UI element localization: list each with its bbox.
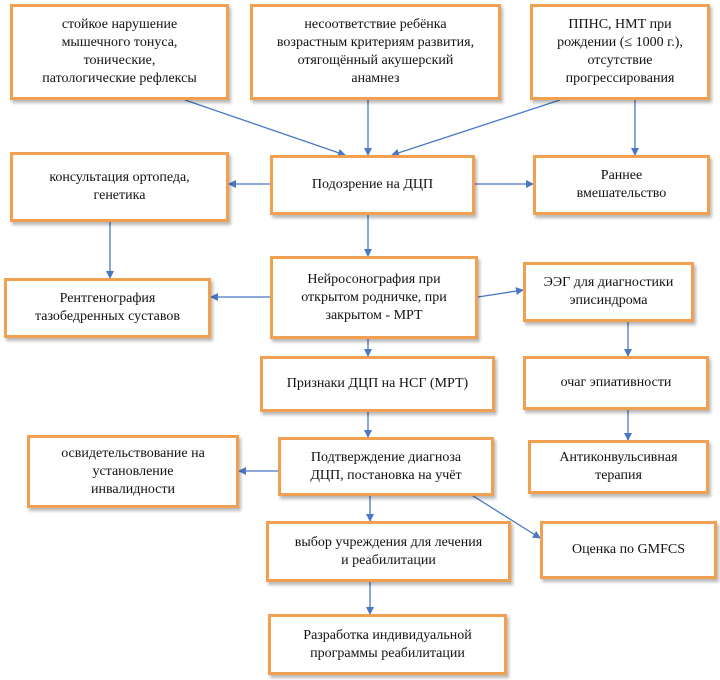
orthopedist-genetics-text: консультация ортопеда, генетика	[49, 170, 190, 203]
neurosonography-text: Нейросонография при открытом родничке, п…	[301, 271, 447, 323]
anticonvulsant-therapy-text: Антиконвульсивная терапия	[559, 450, 678, 483]
early-intervention-box: Раннее вмешательство	[533, 155, 710, 215]
cp-signs-nsg-text: Признаки ДЦП на НСГ (МРТ)	[286, 376, 469, 391]
cp-signs-nsg-box: Признаки ДЦП на НСГ (МРТ)	[260, 356, 495, 412]
disability-certification-box: освидетельствование на установление инва…	[27, 435, 239, 508]
hip-xray-text: Рентгенография тазобедренных суставов	[34, 291, 181, 324]
orthopedist-genetics-box: консультация ортопеда, генетика	[10, 152, 229, 222]
early-intervention-text: Раннее вмешательство	[576, 168, 667, 201]
epileptic-focus-box: очаг эпиативности	[523, 356, 709, 410]
diagnosis-confirmation-box: Подтверждение диагноза ДЦП, постановка н…	[278, 437, 494, 496]
disability-certification-text: освидетельствование на установление инва…	[61, 445, 205, 497]
arrow-b8-to-b9	[477, 287, 524, 298]
arrow-b1-to-b5	[184, 99, 346, 157]
eeg-text: ЭЭГ для диагностики эписиндрома	[543, 275, 674, 308]
suspected-cp-box: Подозрение на ДЦП	[270, 155, 475, 215]
diagnosis-confirmation-text: Подтверждение диагноза ДЦП, постановка н…	[310, 449, 462, 483]
arrow-b3-to-b5	[391, 99, 561, 157]
treatment-facility-box: выбор учреждения для лечения и реабилита…	[266, 521, 511, 582]
anticonvulsant-therapy-box: Антиконвульсивная терапия	[528, 440, 709, 494]
arrow-b13-to-b16	[469, 493, 541, 539]
eeg-box: ЭЭГ для диагностики эписиндрома	[523, 262, 694, 322]
suspected-cp-text: Подозрение на ДЦП	[311, 177, 434, 192]
treatment-facility-text: выбор учреждения для лечения и реабилита…	[294, 534, 483, 568]
development-mismatch-text: несоответствие ребёнка возрастным критер…	[276, 17, 475, 86]
development-mismatch-box: несоответствие ребёнка возрастным критер…	[250, 4, 501, 100]
rehab-program-box: Разработка индивидуальной программы реаб…	[268, 614, 507, 675]
symptom-muscle-tone-text: стойкое нарушение мышечного тонуса, тони…	[42, 17, 197, 86]
birth-weight-text: ППНС, НМТ при рождении (≤ 1000 г.), отсу…	[557, 17, 683, 86]
epileptic-focus-text: очаг эпиативности	[560, 375, 672, 390]
gmfcs-assessment-box: Оценка по GMFCS	[540, 521, 717, 579]
neurosonography-box: Нейросонография при открытом родничке, п…	[270, 256, 478, 339]
symptom-muscle-tone-box: стойкое нарушение мышечного тонуса, тони…	[10, 4, 229, 100]
birth-weight-box: ППНС, НМТ при рождении (≤ 1000 г.), отсу…	[530, 4, 710, 100]
rehab-program-text: Разработка индивидуальной программы реаб…	[303, 627, 472, 661]
hip-xray-box: Рентгенография тазобедренных суставов	[4, 278, 211, 338]
gmfcs-assessment-text: Оценка по GMFCS	[571, 542, 686, 557]
